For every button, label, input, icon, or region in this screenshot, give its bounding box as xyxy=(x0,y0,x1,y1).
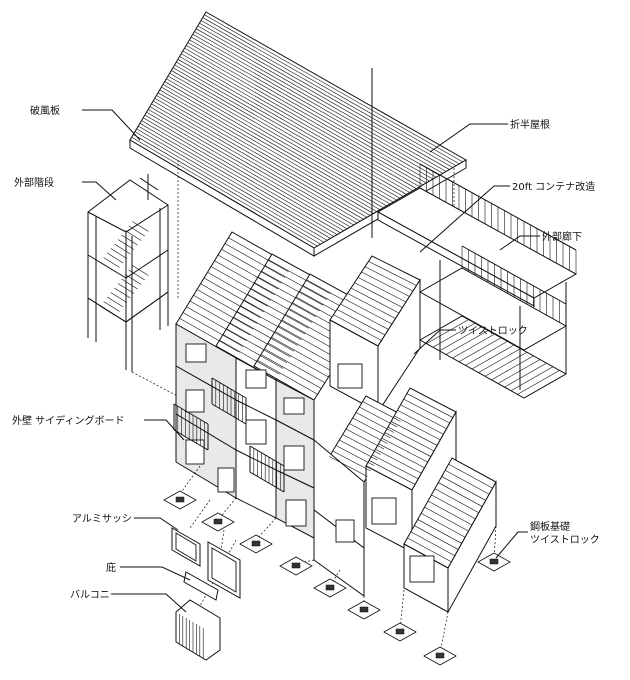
label-oriban-yane: 折半屋根 xyxy=(510,118,550,131)
container-block-right xyxy=(313,387,497,614)
label-gaibu-kaidan: 外部階段 xyxy=(14,176,54,189)
label-gaiheki: 外壁 サイディングボード xyxy=(12,414,124,427)
label-container-kaizo: 20ft コンテナ改造 xyxy=(512,180,595,193)
steel-foundation-pads xyxy=(163,490,511,666)
door-sash xyxy=(207,541,241,599)
label-gaibu-roka: 外部廊下 xyxy=(542,230,582,243)
label-twist-lock: ツイストロック xyxy=(458,325,528,337)
leader-lines xyxy=(82,109,540,613)
callout-labels: 破風板 折半屋根 外部階段 20ft コンテナ改造 外部廊下 ツイストロック 外… xyxy=(12,104,600,601)
container-module-raised xyxy=(329,255,421,414)
balcony-part xyxy=(175,599,221,661)
external-stair xyxy=(87,174,169,372)
label-hisashi: 庇 xyxy=(106,561,116,574)
external-corridor xyxy=(376,163,578,399)
label-kohan-kiso: 鋼板基礎 xyxy=(530,520,570,533)
label-balcony: バルコニー xyxy=(70,589,120,601)
canopy xyxy=(183,571,219,601)
label-hafuita: 破風板 xyxy=(30,104,60,117)
aluminium-sash xyxy=(171,527,201,567)
label-kohan-kiso-twist: ツイストロック xyxy=(530,534,600,546)
label-alumi-sash: アルミサッシ xyxy=(72,513,132,525)
